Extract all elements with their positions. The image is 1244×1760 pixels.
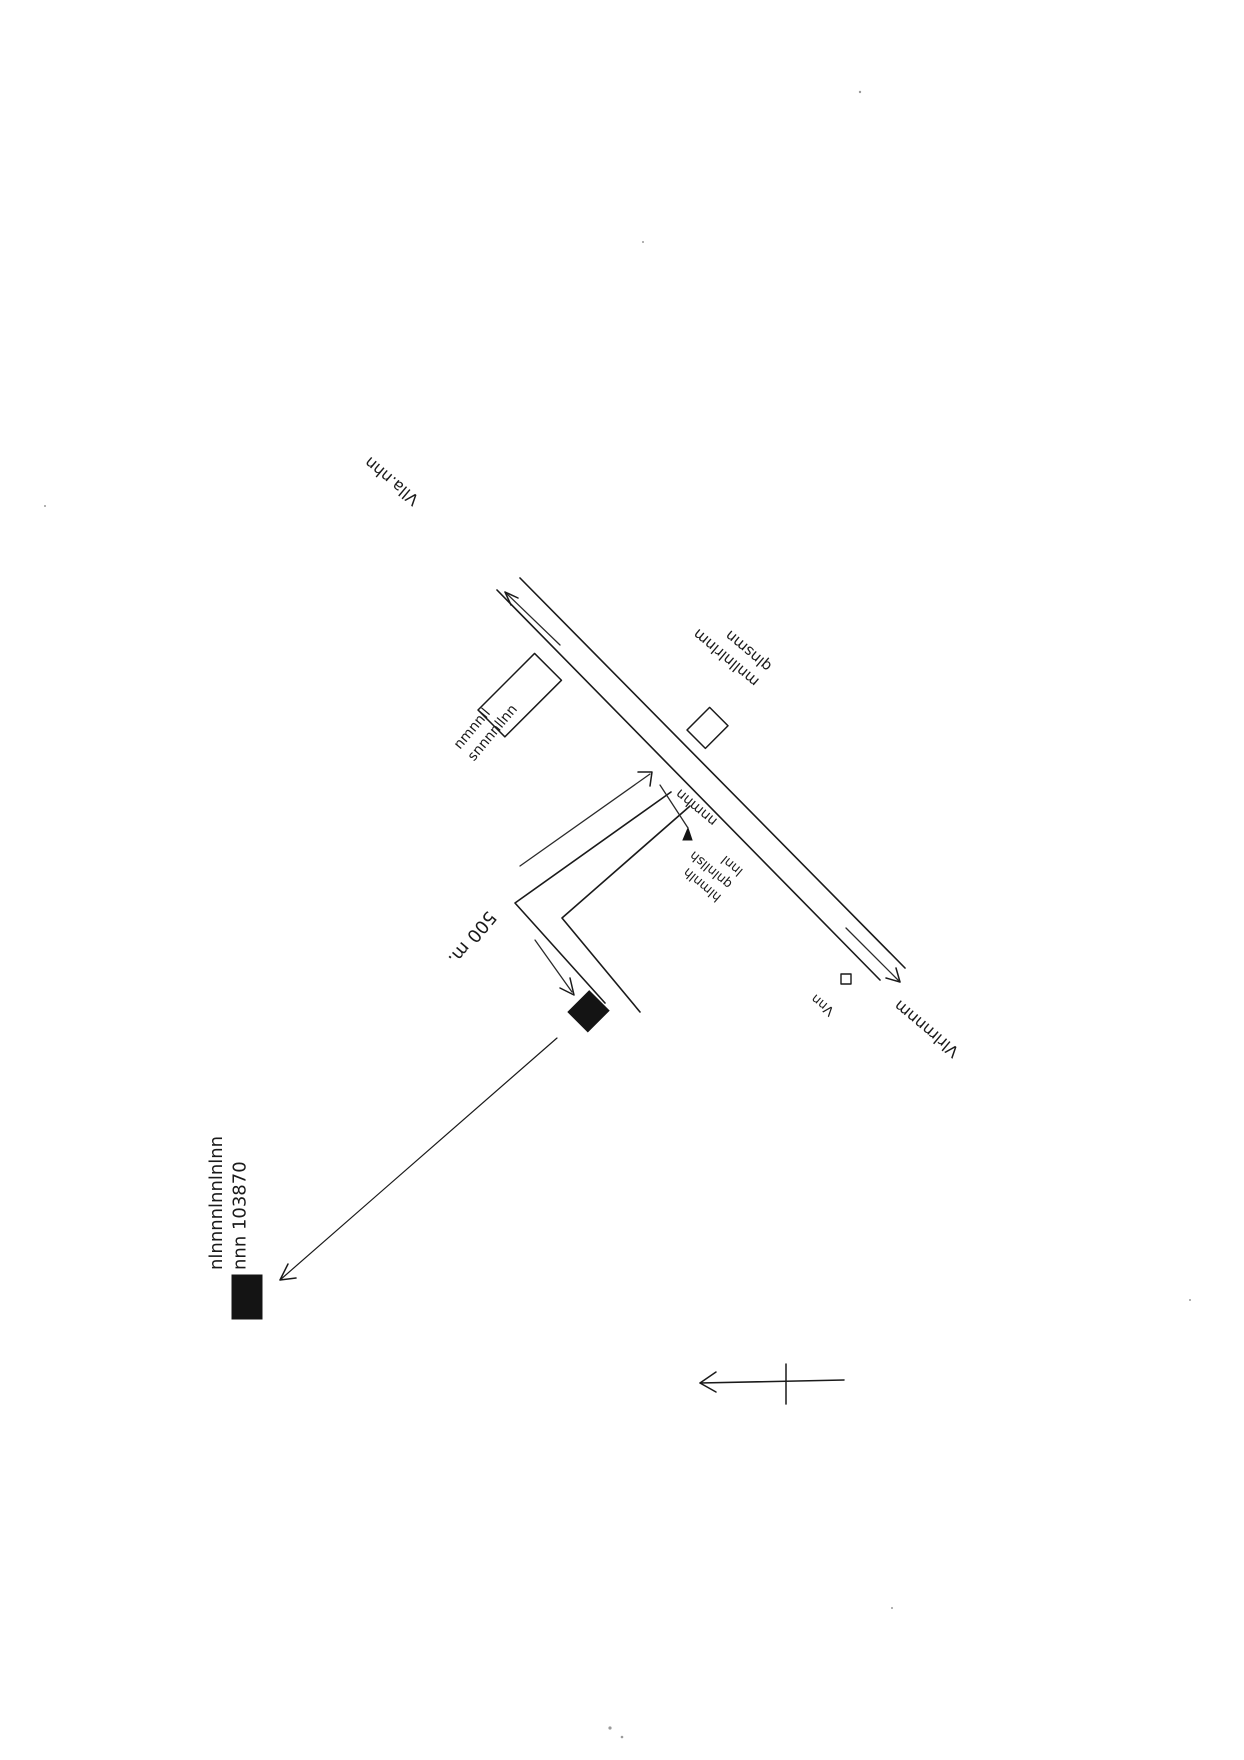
building-box-left	[477, 652, 563, 738]
north-arrow-icon	[699, 1363, 845, 1405]
building-box-top-right	[686, 706, 729, 750]
paper-specks	[44, 90, 1191, 1739]
triangle-marker-icon	[659, 784, 693, 841]
connector-arrow	[279, 1037, 558, 1281]
marker-pointer-label: hlmnlhqnlnllshlnnl	[676, 835, 746, 905]
small-box	[840, 973, 852, 985]
building-label-top-right: mnllnlrlnmqlnsmn	[689, 610, 775, 691]
filled-square-icon	[567, 990, 610, 1033]
junction-label: nnmhn	[673, 785, 721, 829]
road-label-upper-left: Vlla.nhn	[360, 453, 422, 509]
filled-square-icon	[231, 1274, 263, 1320]
side-road	[514, 771, 691, 1013]
building-label-top-right-text: mnllnlrlnmqlnsmn	[689, 610, 775, 691]
road-label-lower-right: Vlrlrnnnm	[890, 996, 963, 1061]
main-road	[496, 577, 906, 983]
small-box-label: Vnn	[808, 991, 837, 1019]
distance-label: 500 m.	[443, 907, 500, 969]
